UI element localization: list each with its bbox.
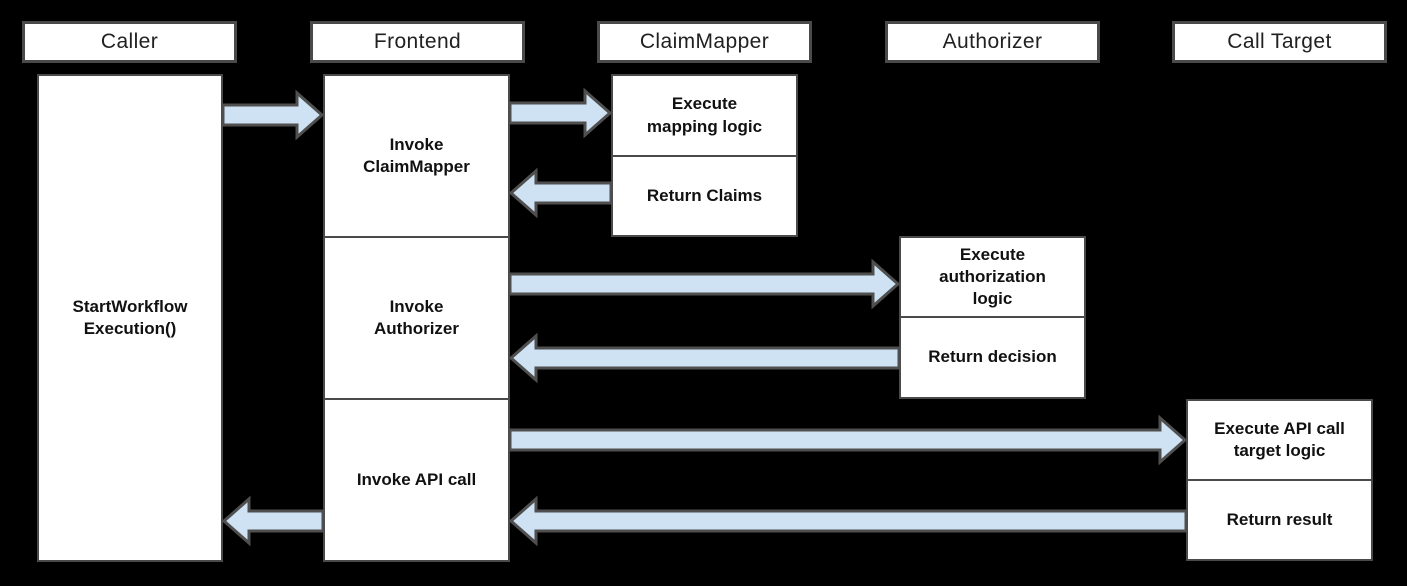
- box-invoke-authorizer: Invoke Authorizer: [325, 236, 508, 398]
- lifeline-header-calltarget: Call Target: [1172, 21, 1387, 63]
- box-label-line: mapping logic: [646, 116, 763, 136]
- box-label-line: Return Claims: [646, 185, 763, 205]
- lifeline-header-frontend: Frontend: [310, 21, 525, 63]
- box-execute-mapping-logic: Execute mapping logic: [613, 76, 796, 155]
- lifeline-label: Call Target: [1227, 30, 1332, 53]
- box-label-line: Execute: [671, 94, 738, 114]
- lifeline-header-caller: Caller: [22, 21, 237, 63]
- lifeline-label: Frontend: [373, 30, 462, 53]
- box-label-line: Authorizer: [374, 319, 459, 338]
- box-label-line: target logic: [1233, 441, 1326, 460]
- box-label-line: ClaimMapper: [363, 157, 470, 176]
- box-invoke-api-call: Invoke API call: [325, 398, 508, 560]
- box-label-line: Return result: [1226, 509, 1333, 529]
- box-label-line: StartWorkflow: [72, 296, 188, 316]
- arrow-frontend-to-calltarget: [508, 414, 1188, 466]
- box-execute-authorization-logic: Execute authorization logic: [901, 238, 1084, 316]
- box-label-line: logic: [972, 289, 1013, 309]
- box-label-line: Return decision: [928, 347, 1057, 367]
- box-label-line: Invoke API call: [356, 469, 477, 489]
- lifeline-label: Caller: [100, 30, 159, 53]
- arrow-frontend-to-claimmapper: [508, 87, 613, 139]
- lifeline-label: Authorizer: [942, 30, 1043, 53]
- arrow-authorizer-to-frontend: [508, 332, 901, 384]
- arrow-frontend-to-caller: [221, 495, 325, 547]
- box-label-line: Execute: [959, 244, 1026, 264]
- calltarget-activation-box: Execute API call target logic Return res…: [1186, 399, 1373, 561]
- lifeline-header-claimmapper: ClaimMapper: [597, 21, 812, 63]
- box-label-line: authorization: [939, 266, 1046, 286]
- lifeline-header-authorizer: Authorizer: [885, 21, 1100, 63]
- box-invoke-claimmapper: Invoke ClaimMapper: [325, 76, 508, 236]
- box-return-result: Return result: [1188, 479, 1371, 559]
- box-label-line: Execution(): [83, 319, 177, 338]
- claimmapper-activation-box: Execute mapping logic Return Claims: [611, 74, 798, 237]
- arrow-claimmapper-to-frontend: [508, 167, 613, 219]
- arrow-calltarget-to-frontend: [508, 495, 1188, 547]
- arrow-caller-to-frontend: [221, 89, 325, 141]
- box-return-decision: Return decision: [901, 316, 1084, 397]
- authorizer-activation-box: Execute authorization logic Return decis…: [899, 236, 1086, 399]
- box-return-claims: Return Claims: [613, 155, 796, 235]
- arrow-frontend-to-authorizer: [508, 258, 901, 310]
- box-label-line: Invoke: [389, 134, 444, 154]
- box-label-line: Invoke: [389, 296, 444, 316]
- lifeline-label: ClaimMapper: [639, 30, 770, 53]
- caller-activation-box: StartWorkflow Execution(): [37, 74, 223, 562]
- box-execute-api-call-target-logic: Execute API call target logic: [1188, 401, 1371, 479]
- box-startworkflowexecution: StartWorkflow Execution(): [39, 76, 221, 560]
- box-label-line: Execute API call: [1214, 418, 1345, 438]
- frontend-activation-box: Invoke ClaimMapper Invoke Authorizer Inv…: [323, 74, 510, 562]
